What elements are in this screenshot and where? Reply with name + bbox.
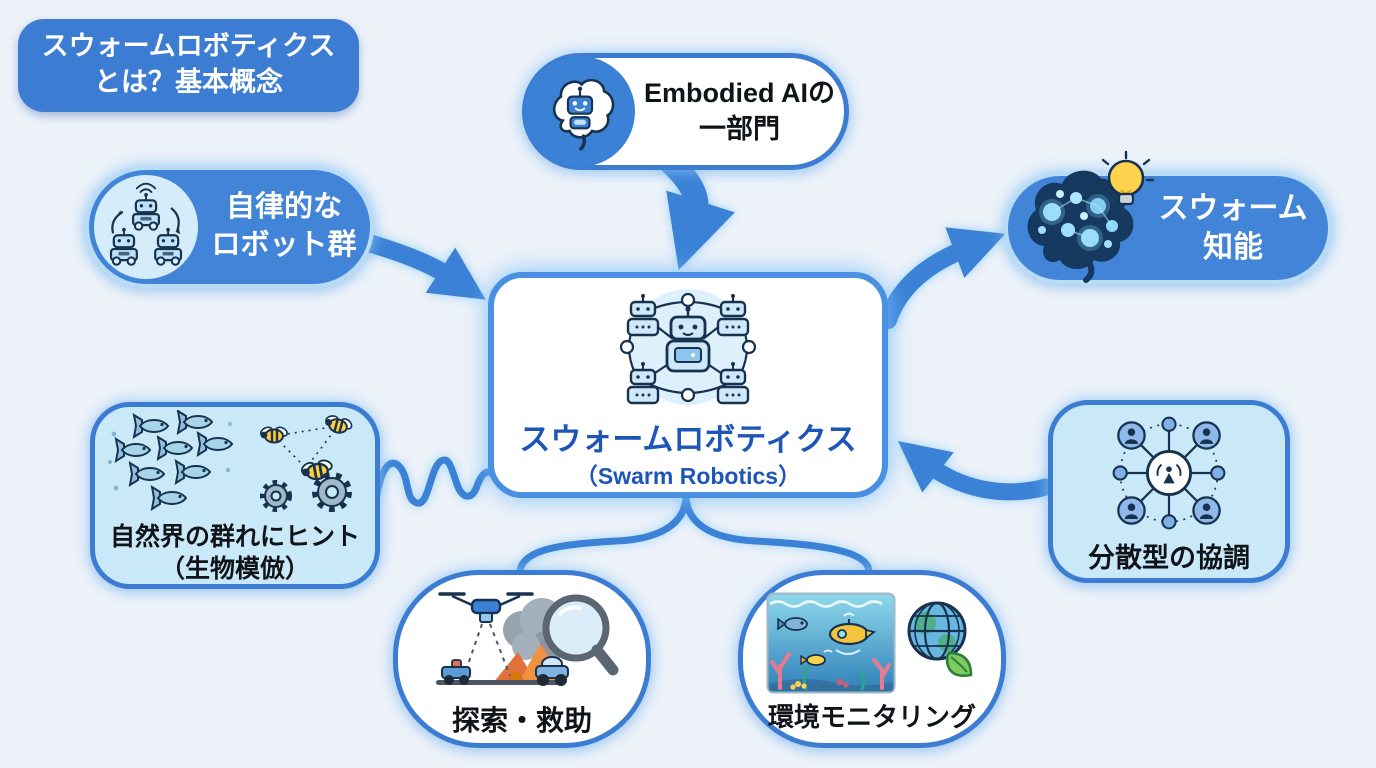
drone-glyph: [438, 592, 534, 677]
autonomous-robots-line1: 自律的な: [225, 191, 342, 224]
swarm-intelligence-label: スウォーム知能: [1158, 192, 1308, 264]
robot-network-icon: [595, 281, 781, 422]
rover-left-glyph: [441, 659, 471, 686]
center-title: スウォームロボティクス: [519, 421, 857, 457]
fish-school-icon: [102, 409, 242, 519]
fish-robot-glyph: [776, 616, 832, 666]
gear-small: [260, 479, 292, 512]
squiggle-biomimicry-to-center: [373, 456, 495, 507]
underwater-robots-icon: [766, 592, 896, 699]
embodied-ai-label: Embodied AIの 一部門: [635, 76, 844, 146]
gear-large: [312, 471, 352, 512]
node-distributed-coordination: 分散型の協調: [1048, 400, 1290, 583]
brain-robot-icon: [524, 56, 635, 167]
distributed-coordination-label: 分散型の協調: [1088, 543, 1250, 574]
node-autonomous-robots: 自律的な ロボット群: [85, 166, 374, 288]
environmental-monitoring-label: 環境モニタリング: [767, 701, 976, 732]
center-robot: [665, 306, 711, 373]
hub-network-icon: [1108, 412, 1230, 539]
bees-gears-icon: [246, 410, 368, 519]
submarine-drone-glyph: [828, 612, 876, 655]
arrow-center-to-swarm-intelligence: [879, 227, 1006, 329]
rover-right-glyph: [535, 646, 569, 687]
lightbulb-glyph: [1097, 150, 1155, 206]
center-subtitle: （Swarm Robotics）: [574, 463, 802, 490]
branch-center-to-environment: [682, 493, 873, 575]
biomimicry-label: 自然界の群れにヒント （生物模倣）: [110, 521, 360, 586]
arrow-distributed-to-center: [897, 441, 1055, 501]
globe-leaf-icon: [901, 597, 979, 694]
autonomous-robots-label: 自律的な ロボット群: [198, 189, 370, 264]
node-environmental-monitoring: 環境モニタリング: [738, 570, 1006, 748]
magnifier-glyph: [542, 594, 619, 676]
node-biomimicry: 自然界の群れにヒント （生物模倣）: [90, 402, 380, 589]
embodied-ai-line2: 一部門: [699, 113, 780, 144]
robot-group-icon: [94, 175, 198, 279]
node-swarm-robotics-center: スウォームロボティクス （Swarm Robotics）: [488, 272, 888, 498]
biomimicry-line2: （生物模倣）: [159, 555, 310, 583]
node-embodied-ai: Embodied AIの 一部門: [522, 53, 849, 170]
biomimicry-line1: 自然界の群れにヒント: [109, 522, 360, 551]
embodied-ai-line1: Embodied AIの: [643, 78, 835, 109]
drone-search-rescue-icon: [424, 584, 620, 705]
coral-glyphs: [769, 651, 891, 691]
node-swarm-intelligence: スウォーム知能: [1004, 150, 1332, 284]
node-search-rescue: 探索・救助: [393, 570, 651, 748]
page-title-line2: とは？基本概念: [94, 67, 283, 98]
page-title: スウォームロボティクス とは？基本概念: [18, 19, 359, 112]
brain-lightbulb-icon: [1006, 150, 1156, 290]
search-rescue-label: 探索・救助: [451, 705, 592, 737]
page-title-line1: スウォームロボティクス: [41, 31, 336, 61]
autonomous-robots-line2: ロボット群: [211, 229, 357, 261]
branch-center-to-rescue: [516, 493, 690, 575]
